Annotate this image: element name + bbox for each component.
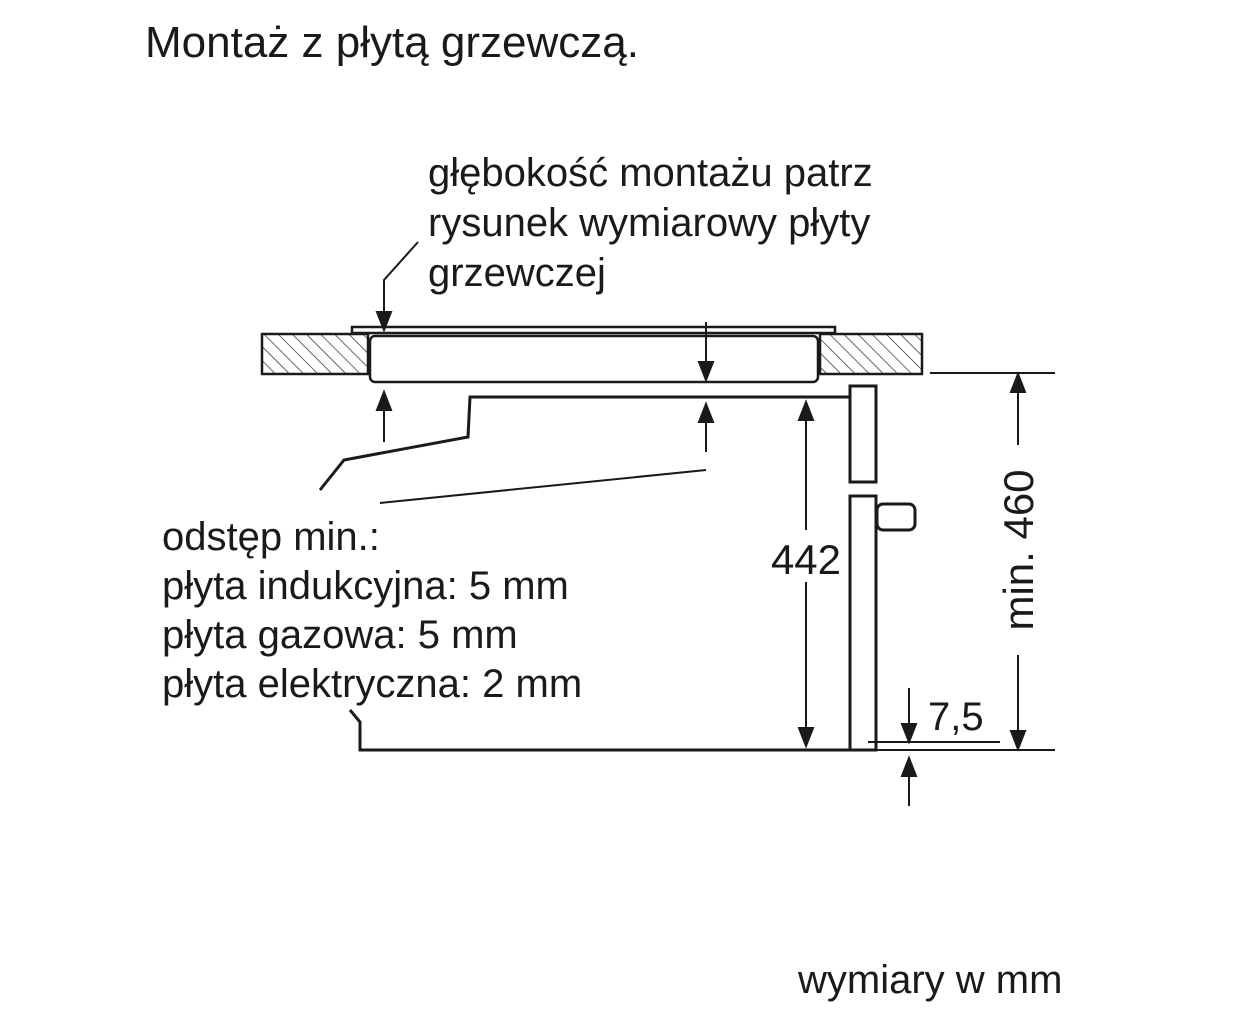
diagram-title: Montaż z płytą grzewczą. bbox=[145, 18, 639, 67]
hob bbox=[350, 325, 837, 384]
clearance-arrow-middle bbox=[697, 401, 715, 452]
clearance-leader bbox=[379, 469, 707, 504]
oven-height-label: 442 bbox=[771, 536, 841, 583]
depth-note-line: rysunek wymiarowy płyty bbox=[428, 201, 871, 245]
clearance-gas: płyta gazowa: 5 mm bbox=[162, 613, 518, 657]
bottom-offset-dimension bbox=[868, 688, 1000, 806]
clearance-induction: płyta indukcyjna: 5 mm bbox=[162, 564, 569, 608]
oven bbox=[318, 384, 917, 752]
niche-height-label: min. 460 bbox=[995, 469, 1042, 630]
hob-depth-arrow bbox=[697, 322, 715, 383]
depth-note-line: głębokość montażu patrz bbox=[428, 151, 873, 195]
clearance-note: odstęp min.: płyta indukcyjna: 5 mm płyt… bbox=[162, 513, 582, 709]
niche-height-dimension bbox=[868, 371, 1055, 752]
bottom-offset-label: 7,5 bbox=[928, 695, 984, 739]
worktop-left bbox=[260, 332, 370, 376]
clearance-heading: odstęp min.: bbox=[162, 515, 380, 559]
clearance-arrow-left bbox=[375, 389, 393, 442]
units-note: wymiary w mm bbox=[798, 958, 1063, 1002]
depth-note-line: grzewczej bbox=[428, 251, 606, 295]
depth-note-leader bbox=[375, 241, 419, 333]
depth-note: głębokość montażu patrz rysunek wymiarow… bbox=[428, 148, 873, 298]
worktop-right bbox=[818, 332, 924, 376]
clearance-electric: płyta elektryczna: 2 mm bbox=[162, 662, 583, 706]
